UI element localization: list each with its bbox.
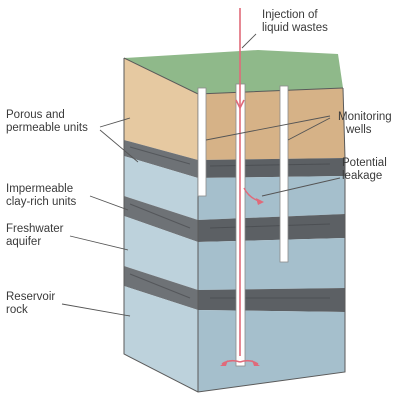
side-face [198,88,345,392]
label-porous-line2: permeable units [6,122,88,134]
label-monitoring-line2: wells [345,124,372,136]
label-freshwater-line1: Freshwater [6,223,64,235]
label-reservoir-line1: Reservoir [6,291,55,303]
blue-layer-1-front [124,156,198,220]
sand-layer-side [198,88,345,160]
label-monitoring-line1: Monitoring [338,111,392,123]
ground-surface [124,50,343,94]
clay-layer-2-front [124,196,198,242]
clay-texture [129,146,331,299]
label-injection-line2: liquid wastes [262,22,328,34]
label-freshwater-line2: aquifer [6,236,41,248]
label-potential-line1: Potential [342,157,387,169]
leakage-arrow [243,187,264,205]
monitoring-well-left [197,87,207,197]
front-face [124,58,198,392]
clay-layer-2-side [198,214,345,242]
label-impermeable-line1: Impermeable [6,183,73,195]
label-porous-line1: Porous and [6,109,65,121]
blue-layer-3-front [124,286,198,392]
injection-arrowheads [220,360,260,366]
label-injection-line1: Injection of [262,9,318,21]
clay-layer-3-front [124,266,198,310]
injection-arrow [221,8,259,365]
sand-layer-front [124,58,198,160]
label-potential-line2: leakage [342,170,382,182]
annotation-labels: Injection of liquid wastes Porous and pe… [6,9,392,316]
clay-layer-1-side [198,158,345,178]
blue-layer-2-side [198,238,345,290]
blue-layer-1-side [198,176,345,220]
blue-layer-3-side [198,310,345,392]
label-reservoir-line2: rock [6,304,28,316]
label-impermeable-line2: clay-rich units [6,196,77,208]
clay-layer-1-front [124,140,198,178]
leader-lines [61,33,341,317]
clay-layer-3-side [198,288,345,312]
monitoring-well-right [279,85,289,263]
blue-layer-2-front [124,216,198,290]
